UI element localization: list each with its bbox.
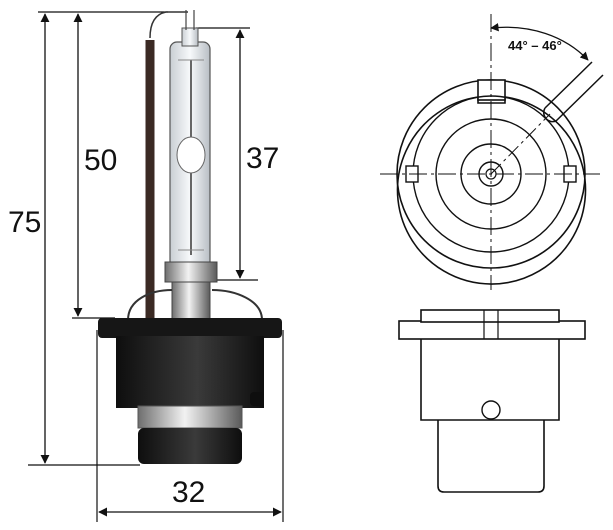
angle-label: 44° – 46°: [508, 38, 562, 53]
total-height-label: 75: [8, 206, 41, 239]
base-width-label: 32: [172, 476, 205, 509]
top-view: 44° – 46°: [380, 14, 604, 290]
dimension-base-width: 32: [96, 330, 284, 522]
base-to-tip-label: 50: [84, 144, 117, 177]
glass-height-label: 37: [246, 142, 279, 175]
dimension-base-to-tip: 50: [72, 13, 117, 319]
side-view: [398, 309, 586, 493]
xenon-bulb: [98, 10, 282, 464]
dimension-total-height: 75: [8, 11, 168, 466]
dimension-glass-height: 37: [196, 27, 279, 281]
